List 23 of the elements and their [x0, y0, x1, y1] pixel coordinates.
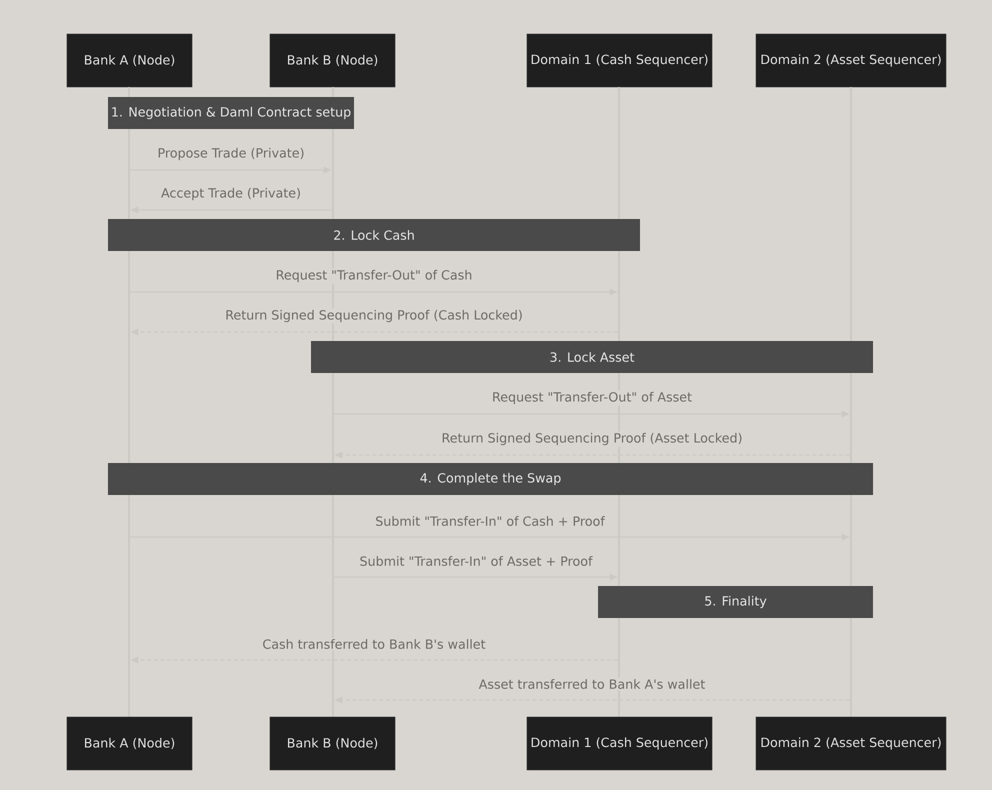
message-label: Propose Trade (Private) [156, 146, 306, 162]
note-band: 2. Lock Cash [108, 219, 640, 251]
participant-box: Domain 2 (Asset Sequencer) [756, 716, 946, 770]
message-label: Submit "Transfer-In" of Cash + Proof [374, 514, 606, 528]
note-band: 5. Finality [598, 586, 873, 618]
message-label: Asset transferred to Bank A's wallet [477, 678, 707, 690]
participant-box: Bank B (Node) [270, 34, 396, 88]
participant-box: Domain 1 (Cash Sequencer) [526, 34, 712, 88]
participant-box: Domain 2 (Asset Sequencer) [756, 34, 946, 88]
participant-box: Bank A (Node) [66, 34, 192, 88]
message-label: Request "Transfer-Out" of Cash [274, 268, 474, 284]
participant-box: Bank A (Node) [66, 716, 192, 770]
participant-box: Bank B (Node) [270, 716, 396, 770]
message-label: Return Signed Sequencing Proof (Cash Locked) [224, 308, 524, 324]
message-label: Submit "Transfer-In" of Asset + Proof [358, 554, 594, 568]
note-band: 3. Lock Asset [311, 341, 873, 373]
note-band: 1. Negotiation & Daml Contract setup [108, 97, 354, 129]
message-label: Accept Trade (Private) [160, 186, 302, 202]
message-label: Cash transferred to Bank B's wallet [261, 638, 487, 650]
message-label: Return Signed Sequencing Proof (Asset Locked) [440, 432, 744, 446]
participant-box: Domain 1 (Cash Sequencer) [526, 716, 712, 770]
note-band: 4. Complete the Swap [108, 463, 874, 495]
message-label: Request "Transfer-Out" of Asset [490, 390, 694, 406]
